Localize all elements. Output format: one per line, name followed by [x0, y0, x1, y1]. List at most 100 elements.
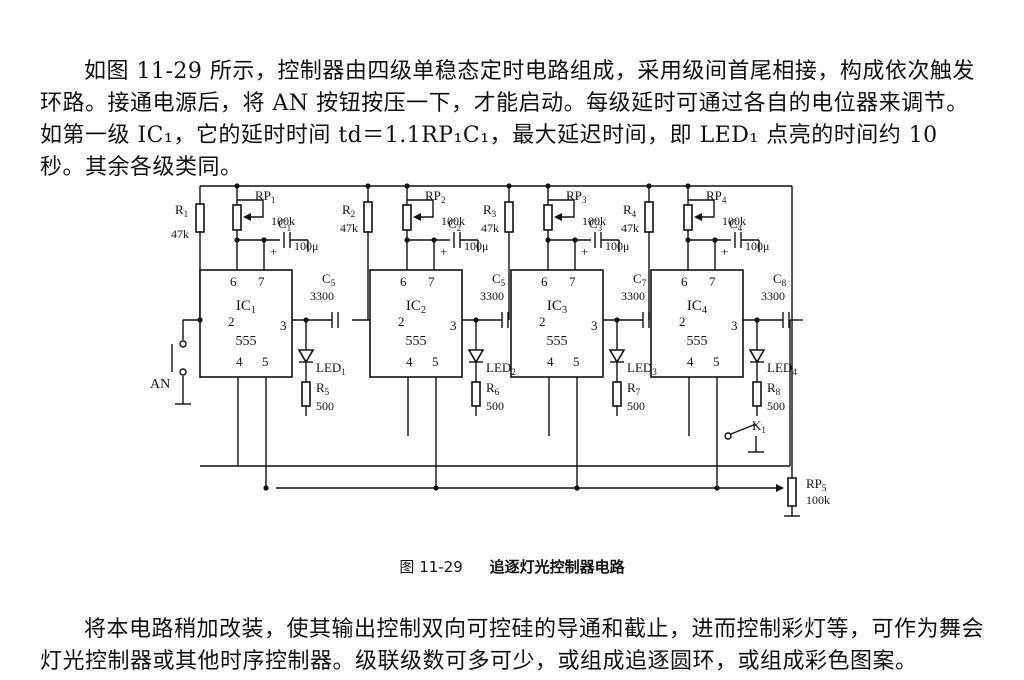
junction-dot: [572, 237, 578, 243]
rp5-value: 100k: [806, 493, 830, 507]
ic2-pin6-label: 6: [400, 274, 407, 289]
cc4-label: C8: [773, 271, 787, 288]
rp4-label: RP4: [706, 188, 727, 205]
cc1-value: 3300: [310, 289, 334, 303]
r2-resistor: [363, 201, 373, 233]
ic1-pin6-label: 6: [230, 274, 237, 289]
figure-caption: 图 11-29 追逐灯光控制器电路: [0, 556, 1024, 577]
note-paragraph: 将本电路稍加改装，使其输出控制双向可控硅的导通和截止，进而控制彩灯等，可作为舞会…: [40, 617, 985, 674]
r1-label: R1: [175, 202, 188, 219]
c1-label: C1: [278, 216, 291, 233]
junction-dot: [263, 485, 269, 491]
ic1-pin2-label: 2: [228, 314, 235, 329]
rp4-value: 100k: [722, 214, 746, 228]
cc3-value: 3300: [621, 289, 645, 303]
cc3-label: C7: [633, 271, 647, 288]
r-led3-label: R7: [627, 380, 641, 397]
junction-dot: [712, 237, 718, 243]
rp2-label: RP2: [425, 188, 446, 205]
junction-dot: [685, 237, 691, 243]
led4-symbol: [748, 349, 766, 364]
ic3-pin4-label: 4: [547, 354, 554, 369]
ic3-type-label: 555: [547, 334, 568, 349]
ic4-555-chip: [650, 269, 744, 378]
ic4-pin4-label: 4: [687, 354, 694, 369]
led2-label: LED2: [486, 360, 516, 377]
ic4-pin3-label: 3: [731, 318, 738, 333]
c2-label: C2: [448, 216, 462, 233]
rp5-label: RP5: [806, 476, 827, 493]
figure-number: 图 11-29: [399, 558, 463, 576]
an-button-label: AN: [150, 377, 170, 392]
cc4-value: 3300: [761, 289, 785, 303]
rp1-wiper-arrow: [243, 213, 251, 221]
rp4-wiper-wire: [688, 199, 715, 218]
rp4-potentiometer: [683, 204, 693, 231]
rp2-wiper-arrow: [413, 213, 421, 221]
cc1-label: C5: [322, 271, 336, 288]
figure-title: 追逐灯光控制器电路: [489, 558, 625, 576]
c3-polarity-mark: +: [581, 244, 588, 259]
r-led1-value: 500: [316, 399, 334, 413]
ic2-label: IC2: [406, 298, 426, 316]
junction-dot: [646, 183, 652, 189]
rp4-wiper-arrow: [694, 213, 702, 221]
r-led4-resistor: [752, 381, 762, 407]
junction-dot: [433, 485, 439, 491]
junction-dot: [234, 237, 240, 243]
k1-blade: [730, 423, 757, 435]
r2-value: 47k: [340, 221, 358, 235]
ic2-type-label: 555: [406, 334, 427, 349]
cc2-label: C5: [492, 271, 506, 288]
ic1-pin5-label: 5: [262, 354, 269, 369]
ic4-pin5-label: 5: [713, 354, 720, 369]
junction-dot: [365, 183, 371, 189]
ic1-type-label: 555: [236, 334, 257, 349]
led1-symbol: [297, 349, 315, 364]
rp5-potentiometer: [787, 477, 797, 507]
ic2-pin4-label: 4: [406, 354, 413, 369]
c2-polarity-mark: +: [440, 244, 447, 259]
c4-label: C4: [729, 216, 743, 233]
ic3-pin6-label: 6: [541, 274, 548, 289]
ic4-type-label: 555: [687, 334, 708, 349]
junction-dot: [404, 237, 410, 243]
an-contact-top: [179, 340, 187, 348]
k1-contact: [724, 432, 732, 440]
led3-label: LED3: [627, 360, 657, 377]
junction-dot: [261, 237, 267, 243]
ic4-pin7-label: 7: [709, 274, 716, 289]
rp3-wiper-wire: [548, 199, 575, 218]
ic1-pin4-label: 4: [236, 354, 243, 369]
rp2-wiper-wire: [407, 199, 434, 218]
ic2-pin3-label: 3: [450, 318, 457, 333]
c4-value: 100μ: [745, 239, 769, 253]
c4-polarity-mark: +: [721, 244, 728, 259]
ic3-pin3-label: 3: [591, 318, 598, 333]
ic1-pin3-label: 3: [280, 318, 287, 333]
intro-paragraph: 如图 11-29 所示，控制器由四级单稳态定时电路组成，采用级间首尾相接，构成依…: [40, 59, 975, 180]
r-led2-value: 500: [486, 399, 504, 413]
c3-label: C3: [589, 216, 603, 233]
junction-dot: [685, 183, 691, 189]
led4-label: LED4: [767, 360, 797, 377]
junction-dot: [197, 317, 203, 323]
ic1-555-chip: [199, 269, 293, 378]
rp3-wiper-arrow: [554, 213, 562, 221]
r-led3-value: 500: [627, 399, 645, 413]
rp1-label: RP1: [255, 188, 275, 205]
ic3-label: IC3: [547, 298, 567, 316]
rp2-potentiometer: [402, 204, 412, 231]
junction-dot: [545, 183, 551, 189]
r-led1-label: R5: [316, 380, 330, 397]
ic3-pin2-label: 2: [539, 314, 546, 329]
junction-dot: [506, 183, 512, 189]
r-led3-resistor: [612, 381, 622, 407]
c1-value: 100μ: [294, 239, 318, 253]
rp3-potentiometer: [543, 204, 553, 231]
r1-value: 47k: [171, 227, 189, 241]
junction-dot: [404, 183, 410, 189]
ic2-pin5-label: 5: [432, 354, 439, 369]
led2-symbol: [467, 349, 485, 364]
rp1-wiper-wire: [237, 199, 264, 218]
